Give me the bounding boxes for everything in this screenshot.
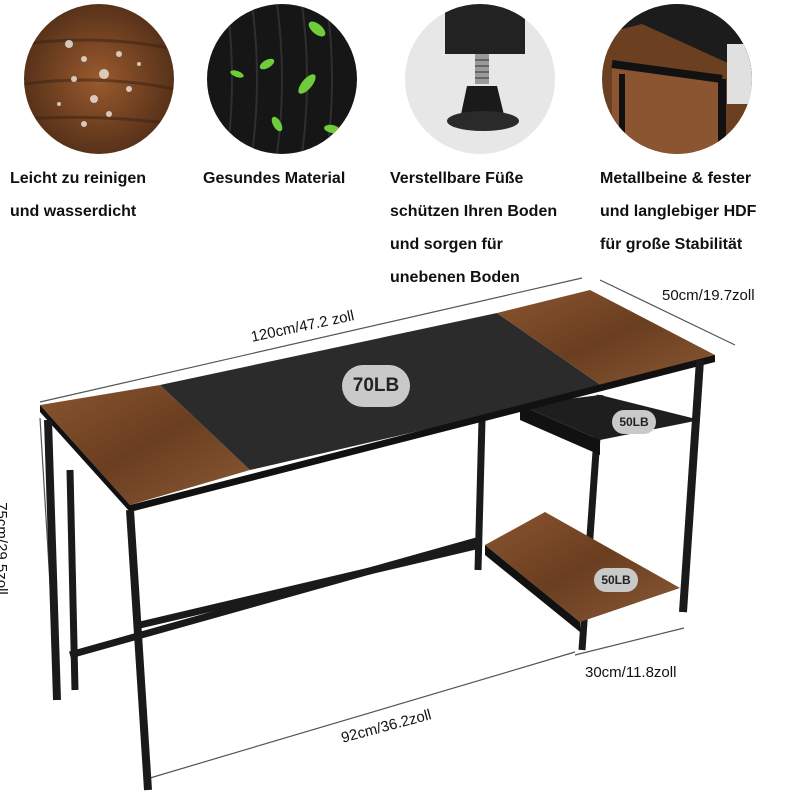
caption-line: Metallbeine & fester xyxy=(600,170,752,187)
upper-shelf xyxy=(520,395,700,455)
feature-caption: Gesundes Material xyxy=(203,162,393,195)
height-label: 75cm/29.5zoll xyxy=(0,502,10,595)
caption-line: Gesundes Material xyxy=(203,170,346,187)
caption-line: für große Stabilität xyxy=(600,236,743,253)
feature-material: Gesundes Material xyxy=(195,0,395,290)
feature-waterproof: Leicht zu reinigen und wasserdicht xyxy=(0,0,200,290)
feature-caption: Leicht zu reinigen und wasserdicht xyxy=(10,162,200,228)
upper-shelf-load-badge: 50LB xyxy=(612,410,656,434)
caption-line: und sorgen für xyxy=(390,236,503,253)
feature-caption: Metallbeine & fester und langlebiger HDF… xyxy=(600,162,790,261)
feature-feet: Verstellbare Füße schützen Ihren Boden u… xyxy=(390,0,590,300)
feature-caption: Verstellbare Füße schützen Ihren Boden u… xyxy=(390,162,580,294)
caption-line: unebenen Boden xyxy=(390,269,520,286)
front-legs xyxy=(44,359,704,791)
metal-frame-icon xyxy=(602,4,752,154)
lower-shelf-load-badge: 50LB xyxy=(594,568,638,592)
water-drops-wood-icon xyxy=(24,4,174,154)
depth-label: 50cm/19.7zoll xyxy=(662,287,755,304)
caption-line: und wasserdicht xyxy=(10,203,137,220)
lower-shelf xyxy=(485,512,680,632)
feature-frame: Metallbeine & fester und langlebiger HDF… xyxy=(592,0,800,290)
shelf-depth-label: 30cm/11.8zoll xyxy=(585,664,677,681)
adjustable-foot-icon xyxy=(405,4,555,154)
leaf-texture-icon xyxy=(207,4,357,154)
caption-line: und langlebiger HDF xyxy=(600,203,757,220)
desktop-load-badge: 70LB xyxy=(342,365,410,407)
caption-line: schützen Ihren Boden xyxy=(390,203,558,220)
caption-line: Verstellbare Füße xyxy=(390,170,524,187)
caption-line: Leicht zu reinigen xyxy=(10,170,147,187)
